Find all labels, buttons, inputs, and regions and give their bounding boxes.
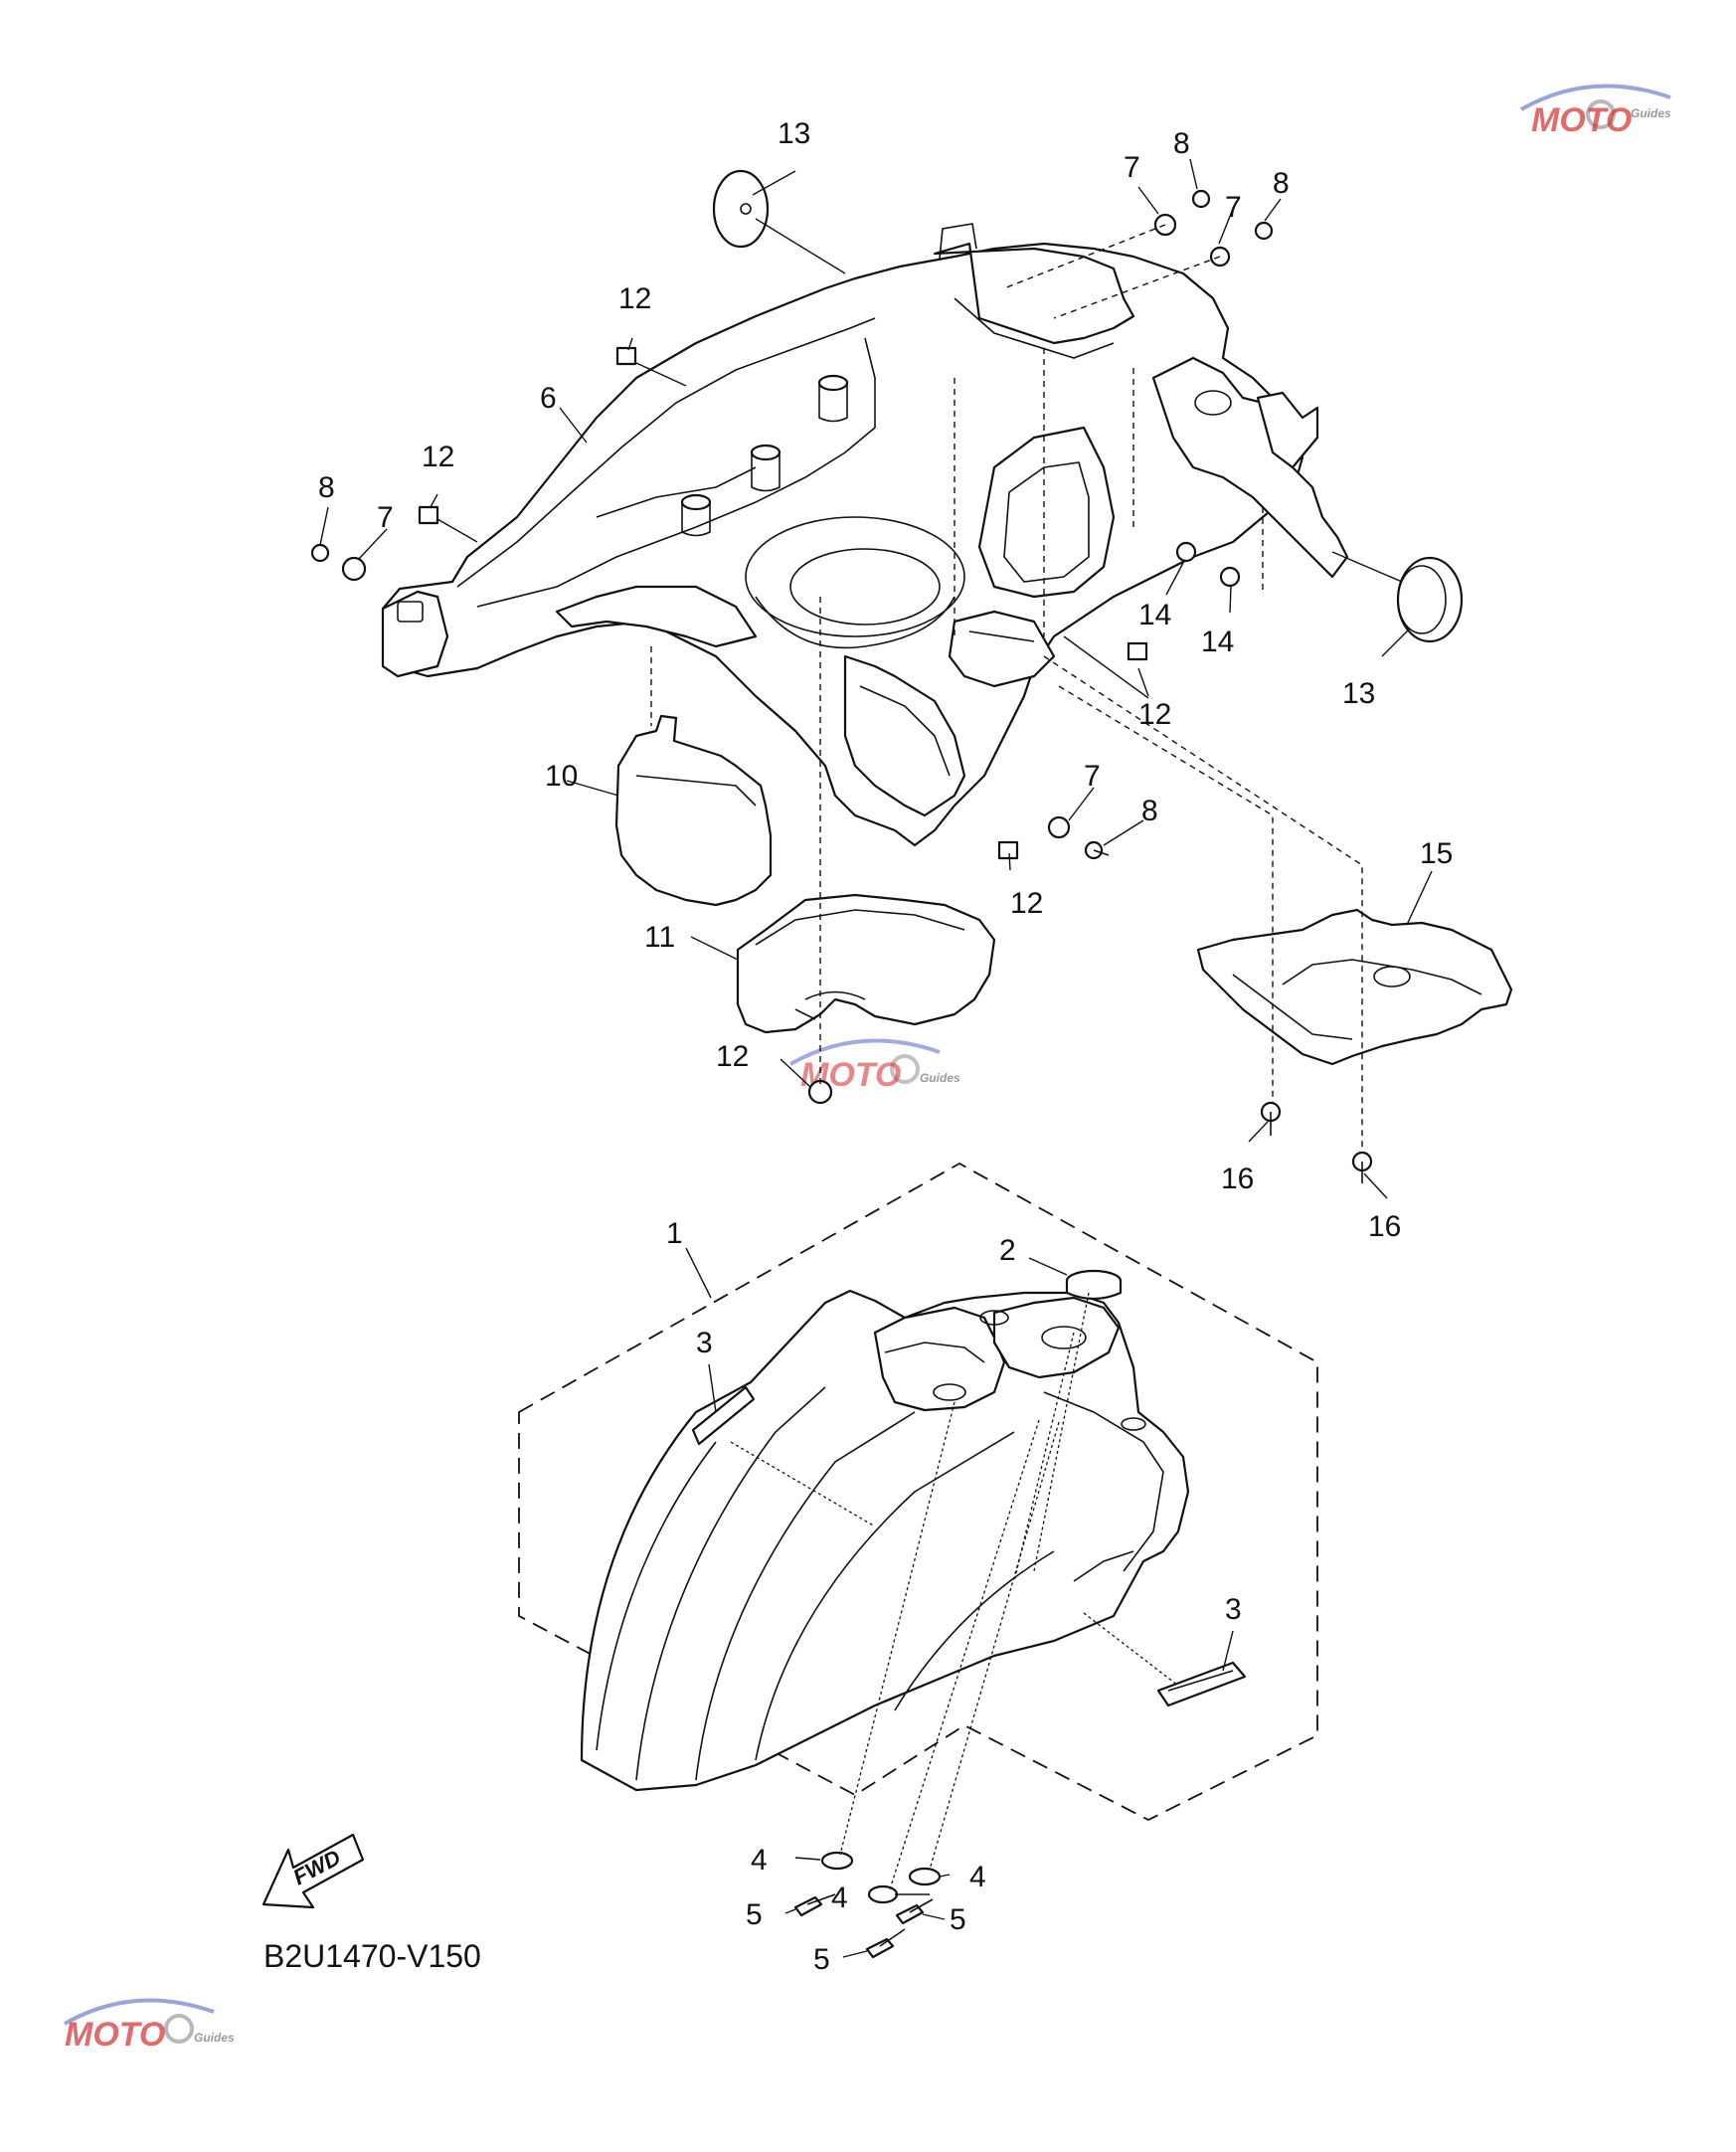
callout-8: 8 — [1173, 127, 1190, 160]
callout-4: 4 — [831, 1882, 848, 1914]
decal-part-3-left — [691, 1385, 756, 1446]
inner-fender-part-6 — [381, 223, 1349, 847]
callout-7: 7 — [1084, 760, 1101, 793]
callout-8: 8 — [1141, 795, 1158, 827]
callout-7: 7 — [1225, 191, 1242, 224]
under-cover-part-15 — [1196, 908, 1513, 1066]
callout-7: 7 — [1124, 151, 1140, 184]
collar-part-7 — [341, 213, 1231, 839]
callout-3: 3 — [696, 1327, 713, 1359]
callout-2: 2 — [999, 1234, 1016, 1267]
bolt-part-8 — [310, 189, 1274, 860]
callout-7: 7 — [377, 501, 394, 534]
callout-5: 5 — [813, 1943, 830, 1976]
screw-part-16 — [1260, 1101, 1373, 1183]
callout-5: 5 — [746, 1898, 763, 1931]
callout-8: 8 — [318, 471, 335, 504]
clip-part-12 — [418, 346, 1148, 860]
grommet-part-4 — [820, 1851, 942, 1904]
bolt-part-5 — [793, 1893, 934, 1959]
callout-11: 12 — [716, 1040, 749, 1073]
callout-12: 12 — [1010, 887, 1043, 920]
watermark-logo-bottom-left: MOTO Guides — [64, 1998, 235, 2054]
plate-part-9 — [614, 714, 773, 907]
forward-direction-arrow: FWD — [261, 1833, 365, 1909]
callout-8: 8 — [1273, 167, 1290, 200]
callout-16: 16 — [1221, 1163, 1254, 1195]
decal-part-3-right — [1156, 1661, 1247, 1707]
nut-part-11 — [807, 1079, 833, 1105]
cap-part-13-right — [1396, 556, 1464, 643]
cover-part-10 — [736, 893, 996, 1034]
callout-14: 14 — [1201, 626, 1234, 658]
watermark-tagline: Guides — [194, 2031, 235, 2045]
watermark-brand: MOTO — [1531, 101, 1632, 139]
callout-labels: 13 7 8 7 8 12 6 12 8 7 14 14 13 12 10 7 … — [318, 117, 1453, 1976]
callout-12: 12 — [618, 282, 651, 315]
callout-10: 11 — [644, 921, 675, 954]
callout-12: 12 — [1138, 698, 1171, 731]
watermark-brand: MOTO — [65, 2016, 165, 2054]
watermark-logo-top-right: MOTO Guides — [1520, 84, 1671, 139]
front-fender-part-1 — [580, 1289, 1190, 1792]
diagram-code: B2U1470-V150 — [263, 1938, 481, 1974]
watermark-tagline: Guides — [920, 1071, 960, 1085]
watermark-tagline: Guides — [1631, 106, 1671, 120]
cap-part-13-left — [712, 169, 770, 249]
nut-part-14 — [1175, 541, 1241, 588]
callout-13: 13 — [778, 117, 810, 150]
callout-6: 6 — [540, 382, 557, 415]
callout-16: 16 — [1368, 1210, 1401, 1243]
damper-part-2 — [1065, 1269, 1123, 1301]
callout-9: 10 — [545, 760, 578, 793]
callout-5: 5 — [950, 1903, 966, 1936]
callout-14: 14 — [1138, 599, 1171, 631]
callout-12: 12 — [422, 441, 454, 473]
callout-4: 4 — [751, 1844, 768, 1877]
callout-3: 3 — [1225, 1593, 1242, 1626]
callout-4: 4 — [969, 1861, 986, 1893]
callout-leaders — [319, 158, 1433, 1958]
callout-1: 1 — [666, 1217, 683, 1250]
assembly-lines — [650, 224, 1363, 1890]
callout-15: 15 — [1420, 837, 1453, 870]
callout-13: 13 — [1342, 677, 1375, 710]
